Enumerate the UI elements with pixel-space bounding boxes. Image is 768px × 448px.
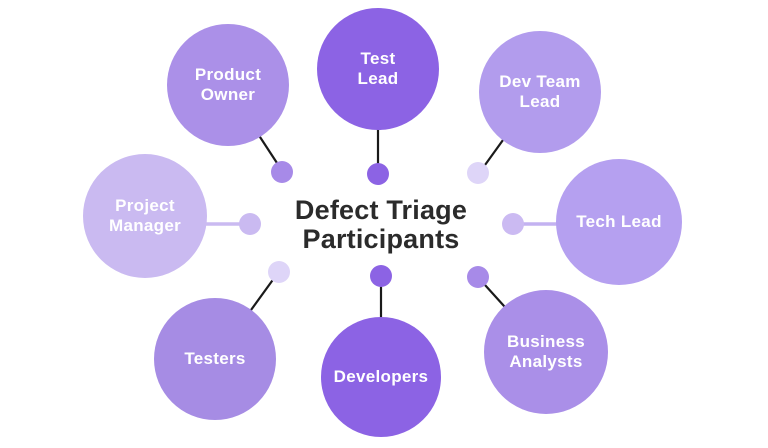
connector-line-testers	[249, 279, 274, 312]
connector-dot-project-manager	[239, 213, 261, 235]
diagram-title-line1: Defect Triage	[294, 195, 468, 225]
connector-dot-product-owner	[271, 161, 293, 183]
node-circle-tech-lead: Tech Lead	[556, 159, 682, 285]
node-circle-testers: Testers	[154, 298, 276, 420]
connector-dot-test-lead	[367, 163, 389, 185]
connector-dot-tech-lead	[502, 213, 524, 235]
node-label-testers: Testers	[184, 349, 246, 368]
connector-dot-developers	[370, 265, 392, 287]
connector-dot-dev-team-lead	[467, 162, 489, 184]
connector-dot-business-analysts	[467, 266, 489, 288]
connector-dot-testers	[268, 261, 290, 283]
node-circle-developers: Developers	[321, 317, 441, 437]
connector-line-business-analysts	[483, 283, 506, 308]
diagram-title: Defect Triage Participants	[295, 196, 467, 254]
diagram-title-line2: Participants	[302, 224, 460, 254]
connector-line-dev-team-lead	[483, 138, 505, 167]
node-label-tech-lead: Tech Lead	[576, 212, 662, 231]
node-label-developers: Developers	[333, 367, 429, 386]
connector-line-product-owner	[258, 135, 279, 165]
